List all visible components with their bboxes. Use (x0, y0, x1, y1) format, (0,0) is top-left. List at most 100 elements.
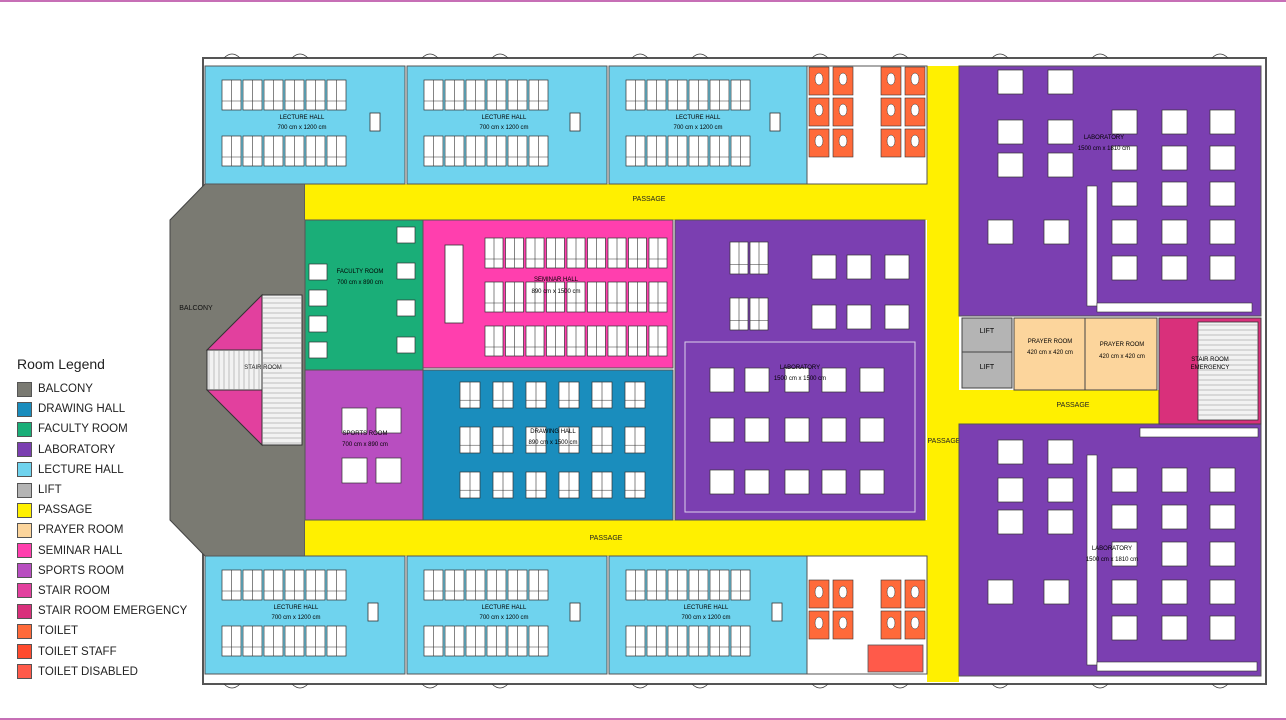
legend-item: TOILET (17, 621, 187, 641)
seminar-hall[interactable]: SEMINAR HALL 890 cm x 1500 cm (422, 219, 674, 369)
legend-item: BALCONY (17, 379, 187, 399)
lecture-hall-top-1[interactable]: LECTURE HALL 700 cm x 1200 cm (204, 65, 406, 185)
room-name: DRAWING HALL (530, 429, 576, 435)
room-size: 700 cm x 890 cm (337, 280, 383, 286)
desk (744, 417, 770, 443)
toilets-top[interactable] (806, 65, 928, 185)
desk (1209, 255, 1236, 281)
desk (375, 457, 402, 484)
room-size: 420 cm x 420 cm (1027, 350, 1073, 356)
desk (1161, 504, 1188, 530)
room-size: 1500 cm x 1500 cm (774, 376, 826, 382)
legend-item: TOILET STAFF (17, 641, 187, 661)
lecture-hall-bottom-2[interactable]: LECTURE HALL 700 cm x 1200 cm (406, 555, 608, 675)
legend-label: STAIR ROOM (38, 584, 110, 597)
lecture-hall-bottom-3[interactable]: LECTURE HALL 700 cm x 1200 cm (608, 555, 808, 675)
desk (1161, 109, 1188, 135)
desk (1209, 145, 1236, 171)
lecture-hall-top-2[interactable]: LECTURE HALL 700 cm x 1200 cm (406, 65, 608, 185)
desk (846, 254, 872, 280)
lift-label: LIFT (980, 364, 995, 371)
legend-swatch (17, 563, 32, 579)
desk (375, 407, 402, 434)
desk (859, 469, 885, 495)
room-size: 890 cm x 1500 cm (531, 289, 580, 295)
room-size: 700 cm x 1200 cm (479, 615, 528, 621)
desk (997, 439, 1024, 465)
room-name: LECTURE HALL (274, 605, 319, 611)
faculty-room[interactable]: FACULTY ROOM 700 cm x 890 cm (304, 219, 424, 371)
desk (1111, 615, 1138, 641)
passage-vertical[interactable] (927, 66, 959, 682)
desk (1161, 181, 1188, 207)
room-size: 700 cm x 1200 cm (479, 125, 528, 131)
bottom-border (0, 718, 1286, 720)
balcony-label: BALCONY (179, 305, 213, 312)
legend-swatch (17, 421, 32, 437)
desk (784, 367, 810, 393)
legend-swatch (17, 502, 32, 518)
lecture-hall-bottom-1[interactable]: LECTURE HALL 700 cm x 1200 cm (204, 555, 406, 675)
lift-1[interactable]: LIFT (961, 317, 1013, 353)
desk (1161, 579, 1188, 605)
desk (1111, 467, 1138, 493)
desk (308, 263, 328, 281)
desk (1161, 541, 1188, 567)
toilet-disabled[interactable] (867, 644, 924, 673)
desk (1161, 145, 1188, 171)
passage-bottom[interactable] (305, 520, 927, 556)
desk (1209, 579, 1236, 605)
sports-room[interactable]: SPORTS ROOM 700 cm x 890 cm (304, 369, 424, 521)
passage-vertical-label: PASSAGE (928, 438, 961, 445)
top-border (0, 0, 1286, 2)
lecture-hall-top-3[interactable]: LECTURE HALL 700 cm x 1200 cm (608, 65, 808, 185)
legend-label: STAIR ROOM EMERGENCY (38, 605, 188, 618)
legend-item: DRAWING HALL (17, 399, 187, 419)
legend-swatch (17, 644, 32, 660)
desk (709, 417, 735, 443)
toilets-bottom[interactable] (806, 555, 928, 675)
legend-label: LABORATORY (38, 443, 116, 456)
desk (1161, 255, 1188, 281)
laboratory-center[interactable]: LABORATORY 1500 cm x 1500 cm (674, 219, 926, 521)
lift-2[interactable]: LIFT (961, 351, 1013, 389)
stair-room[interactable]: STAIR ROOM (205, 293, 303, 447)
prayer-room-2[interactable]: PRAYER ROOM 420 cm x 420 cm (1084, 317, 1158, 391)
legend-swatch (17, 462, 32, 478)
prayer-room-1[interactable]: PRAYER ROOM 420 cm x 420 cm (1013, 317, 1086, 391)
legend-item: STAIR ROOM EMERGENCY (17, 601, 187, 621)
desk (1047, 477, 1074, 503)
desk (811, 254, 837, 280)
room-size: 1500 cm x 1810 cm (1078, 146, 1130, 152)
drawing-hall[interactable]: DRAWING HALL 890 cm x 1500 cm (422, 369, 674, 521)
legend-item: PASSAGE (17, 500, 187, 520)
desk (1111, 109, 1138, 135)
legend-label: FACULTY ROOM (38, 423, 128, 436)
laboratory-bottom-right[interactable]: LABORATORY 1500 cm x 1810 cm (958, 423, 1262, 677)
room-name: PRAYER ROOM (1028, 339, 1073, 345)
stair-room-label: STAIR ROOM (244, 365, 282, 371)
passage-top[interactable] (305, 184, 927, 220)
legend-swatch (17, 543, 32, 559)
legend-item: LECTURE HALL (17, 460, 187, 480)
room-size: 890 cm x 1500 cm (528, 440, 577, 446)
passage-right[interactable] (959, 390, 1159, 424)
room-name: SPORTS ROOM (343, 431, 388, 437)
room-size: 700 cm x 1200 cm (673, 125, 722, 131)
legend-item: PRAYER ROOM (17, 520, 187, 540)
room-name: LABORATORY (780, 365, 820, 371)
desk (1043, 219, 1070, 245)
stair-treads (208, 297, 302, 444)
legend-item: SPORTS ROOM (17, 561, 187, 581)
legend-swatch (17, 583, 32, 599)
room-name: FACULTY ROOM (337, 269, 384, 275)
laboratory-top-right[interactable]: LABORATORY 1500 cm x 1810 cm (958, 65, 1262, 317)
desk (1161, 219, 1188, 245)
desk (1111, 579, 1138, 605)
desk (1111, 541, 1138, 567)
desk (784, 469, 810, 495)
desk (784, 417, 810, 443)
desk (987, 219, 1014, 245)
